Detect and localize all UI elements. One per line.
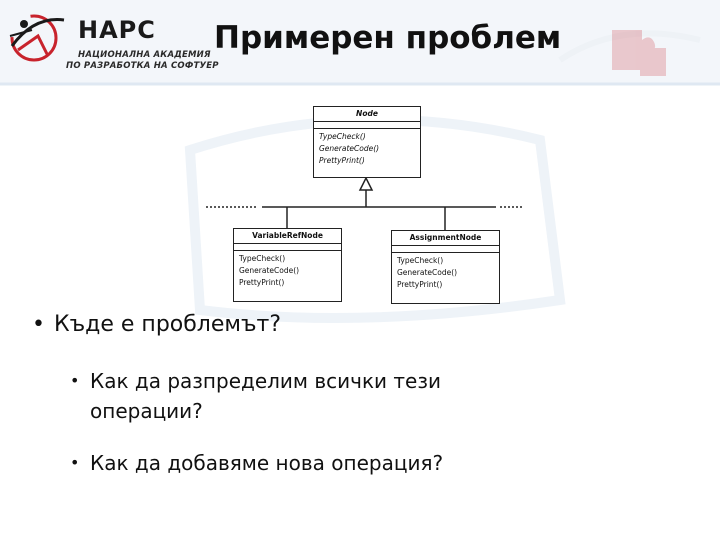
class-operations: TypeCheck() GenerateCode() PrettyPrint(): [392, 253, 499, 293]
logo-emblem-icon: [9, 14, 65, 62]
bullet-marker: •: [32, 312, 45, 337]
operation: PrettyPrint(): [397, 280, 443, 289]
class-name: VariableRefNode: [234, 229, 341, 244]
operation: PrettyPrint(): [239, 278, 285, 287]
header: НАРС НАЦИОНАЛНА АКАДЕМИЯ ПО РАЗРАБОТКА Н…: [0, 0, 720, 84]
bullet-text-continuation: операции?: [90, 399, 203, 423]
bullet-main: • Къде е проблемът?: [32, 312, 281, 337]
slide-title: Примерен проблем: [214, 20, 562, 56]
bullet-marker: •: [70, 453, 80, 472]
bullet-marker: •: [70, 371, 80, 390]
operation: TypeCheck(): [397, 256, 444, 265]
class-operations: TypeCheck() GenerateCode() PrettyPrint(): [234, 251, 341, 291]
bullet-text: Как да разпределим всички тези: [90, 369, 441, 393]
operation: TypeCheck(): [319, 132, 366, 141]
logo-abbreviation: НАРС: [78, 16, 156, 44]
class-attributes: [392, 246, 499, 253]
operation: GenerateCode(): [319, 144, 380, 153]
inheritance-arrow-icon: [358, 176, 374, 191]
operation: GenerateCode(): [239, 266, 300, 275]
class-operations: TypeCheck() GenerateCode() PrettyPrint(): [314, 129, 420, 169]
puzzle-piece-icon: [612, 30, 666, 76]
logo: НАРС НАЦИОНАЛНА АКАДЕМИЯ ПО РАЗРАБОТКА Н…: [4, 6, 218, 71]
operation: GenerateCode(): [397, 268, 458, 277]
uml-class-variablerefnode: VariableRefNode TypeCheck() GenerateCode…: [233, 228, 342, 302]
uml-class-node: Node TypeCheck() GenerateCode() PrettyPr…: [313, 106, 421, 178]
class-name: Node: [314, 107, 420, 122]
logo-subtitle-line2: ПО РАЗРАБОТКА НА СОФТУЕР: [66, 61, 219, 71]
logo-subtitle-line1: НАЦИОНАЛНА АКАДЕМИЯ: [78, 50, 211, 60]
class-attributes: [314, 122, 420, 129]
class-attributes: [234, 244, 341, 251]
bullet-sub: • Как да разпределим всички тези операции…: [70, 366, 441, 426]
class-name: AssignmentNode: [392, 231, 499, 246]
operation: TypeCheck(): [239, 254, 286, 263]
operation: PrettyPrint(): [319, 156, 365, 165]
bullet-text: Как да добавяме нова операция?: [90, 451, 444, 475]
uml-class-assignmentnode: AssignmentNode TypeCheck() GenerateCode(…: [391, 230, 500, 304]
bullet-sub: • Как да добавяме нова операция?: [70, 448, 443, 478]
bullet-text: Къде е проблемът?: [54, 312, 282, 337]
